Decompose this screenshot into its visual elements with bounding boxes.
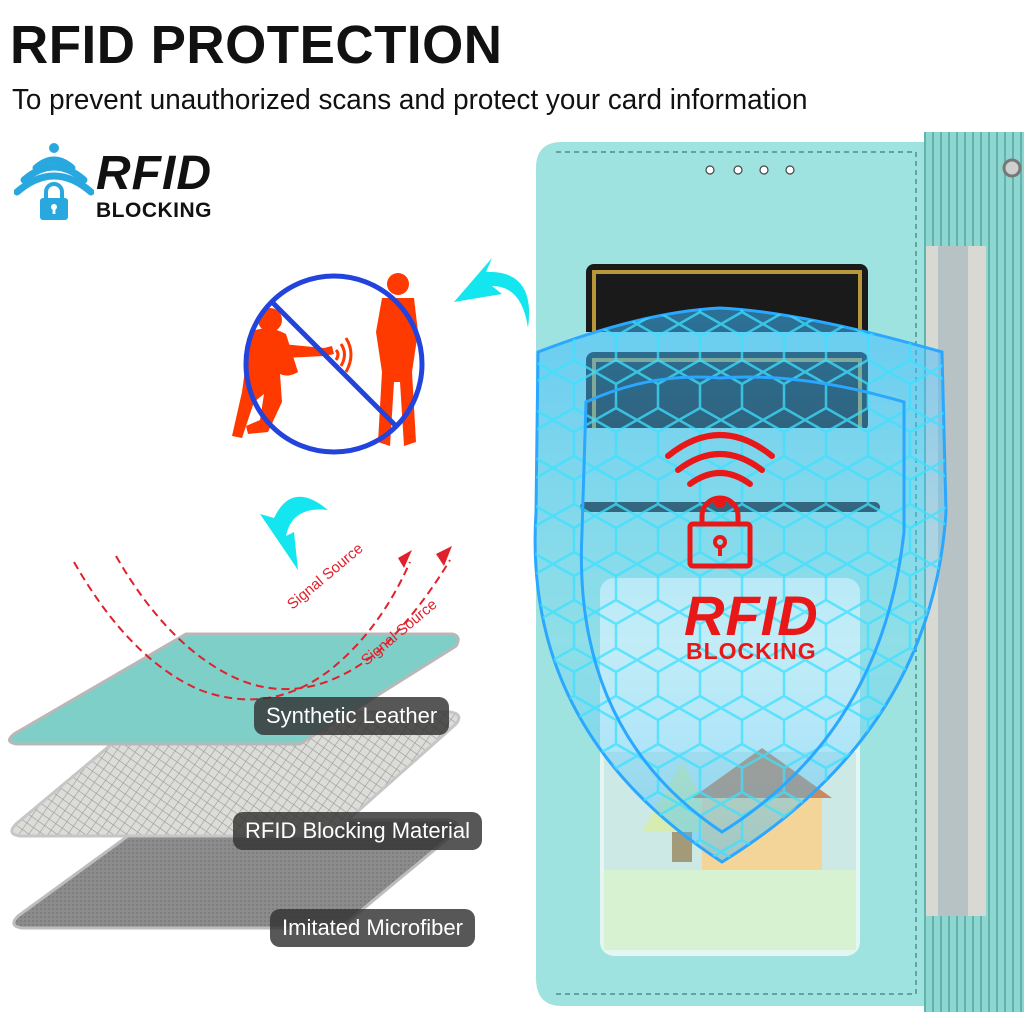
page-title: RFID PROTECTION [10,15,503,75]
material-layers-diagram [0,540,520,960]
layer-label-synthetic-leather: Synthetic Leather [254,697,450,735]
curved-arrow-down-icon [252,486,332,570]
layer-label-imitated-microfiber: Imitated Microfiber [270,909,475,947]
no-skimming-icon [228,262,428,462]
badge-rfid-text: RFID [96,147,212,200]
wallet-product-image [532,132,1024,1012]
badge-blocking-text: BLOCKING [96,199,212,222]
wifi-lock-icon [13,140,95,224]
wallet-rfid-text: RFID [684,584,819,647]
curved-arrow-left-icon [452,250,536,330]
layer-label-rfid-blocking-material: RFID Blocking Material [233,812,482,850]
wallet-blocking-text: BLOCKING [686,638,817,664]
page-subtitle: To prevent unauthorized scans and protec… [12,84,808,116]
